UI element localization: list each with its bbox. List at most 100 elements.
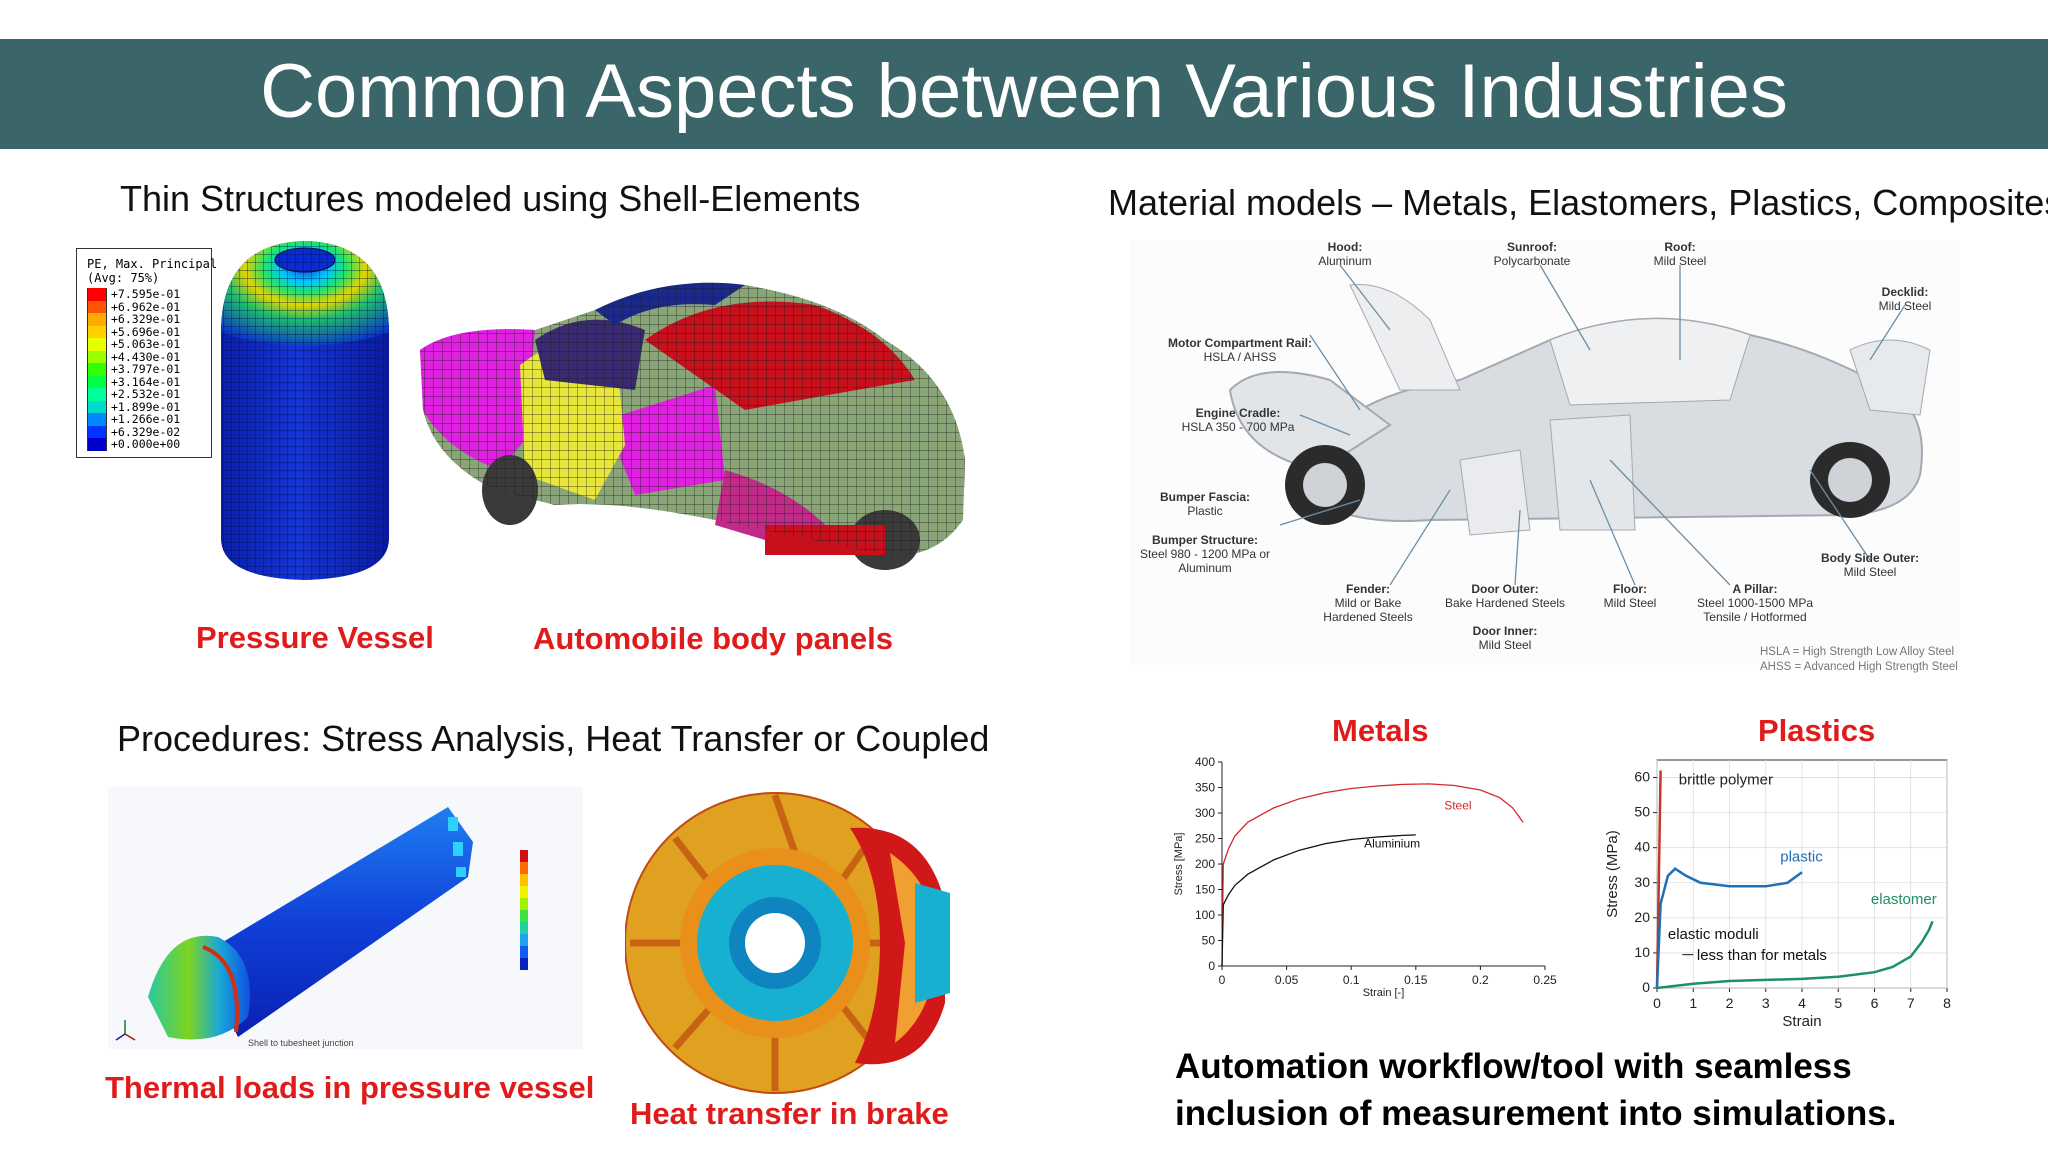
car-part-name: Body Side Outer: — [1820, 551, 1920, 565]
thin-structures-heading: Thin Structures modeled using Shell-Elem… — [120, 178, 861, 219]
car-part-name: Hood: — [1327, 240, 1363, 254]
x-tick-label: 3 — [1762, 995, 1770, 1011]
car-part-material: Plastic — [1187, 504, 1223, 518]
x-axis-label: Strain [-] — [1363, 987, 1405, 999]
legend-row: +6.962e-01 — [87, 300, 201, 314]
y-tick-label: 50 — [1634, 804, 1650, 820]
x-tick-label: 2 — [1726, 995, 1734, 1011]
fe-contour-legend: PE, Max. Principal (Avg: 75%) +7.595e-01… — [76, 248, 217, 458]
car-material-label: Decklid:Mild Steel — [1879, 285, 1932, 313]
legend-swatch — [87, 363, 107, 376]
chart-annotation: elastic moduli — [1668, 926, 1759, 943]
legend-value: +5.696e-01 — [111, 324, 181, 339]
series-label: brittle polymer — [1679, 772, 1773, 789]
legend-swatch — [87, 350, 107, 363]
car-part-name: Sunroof: — [1507, 240, 1557, 254]
car-part-name: Engine Cradle: — [1195, 406, 1281, 420]
pressure-vessel-caption: Pressure Vessel — [196, 620, 434, 655]
car-part-material: Tensile / Hotformed — [1703, 610, 1807, 624]
series-line — [1221, 834, 1416, 967]
y-tick-label: 50 — [1202, 934, 1216, 948]
legend-value: +6.329e-02 — [111, 424, 181, 439]
automation-line-2: inclusion of measurement into simulation… — [1175, 1094, 1897, 1133]
car-part-name: Decklid: — [1881, 285, 1929, 299]
legend-value: +5.063e-01 — [111, 337, 181, 352]
legend-value: +3.797e-01 — [111, 362, 181, 377]
car-material-label: Floor:Mild Steel — [1604, 582, 1657, 610]
x-tick-label: 0.25 — [1533, 973, 1557, 987]
legend-swatch — [87, 413, 107, 426]
legend-value: +4.430e-01 — [111, 349, 181, 364]
legend-swatch — [87, 375, 107, 388]
x-tick-label: 4 — [1798, 995, 1806, 1011]
y-axis-label: Stress [MPa] — [1173, 833, 1185, 896]
metals-chart-title: Metals — [1332, 713, 1429, 748]
x-tick-label: 6 — [1871, 995, 1879, 1011]
car-part-material: HSLA 350 - 700 MPa — [1181, 420, 1295, 434]
y-tick-label: 250 — [1195, 832, 1215, 846]
legend-row: +3.164e-01 — [87, 374, 201, 389]
legend-subtitle: (Avg: 75%) — [87, 271, 160, 285]
car-part-material: Steel 1000-1500 MPa — [1696, 596, 1814, 610]
car-material-label: Body Side Outer:Mild Steel — [1821, 551, 1919, 579]
legend-swatch — [87, 338, 107, 351]
car-part-material: Mild Steel — [1478, 638, 1532, 652]
legend-row: +6.329e-01 — [87, 312, 201, 326]
car-part-material: Mild Steel — [1603, 596, 1657, 610]
car-part-name: Bumper Fascia: — [1159, 490, 1251, 504]
car-part-material: HSLA / AHSS — [1203, 350, 1277, 364]
legend-row: +1.266e-01 — [87, 412, 201, 426]
legend-row: +5.696e-01 — [87, 324, 201, 339]
y-tick-label: 100 — [1195, 908, 1215, 922]
car-part-material: Polycarbonate — [1493, 254, 1571, 268]
x-tick-label: 7 — [1907, 995, 1915, 1011]
car-part-name: Fender: — [1345, 582, 1391, 596]
x-tick-label: 1 — [1689, 995, 1697, 1011]
series-label: Aluminium — [1364, 837, 1420, 851]
procedures-heading: Procedures: Stress Analysis, Heat Transf… — [117, 718, 990, 759]
y-tick-label: 0 — [1208, 959, 1215, 973]
thermal-pressure-vessel-image: Shell to tubesheet junction — [108, 787, 583, 1049]
x-tick-label: 0.2 — [1472, 973, 1489, 987]
y-axis-label: Stress (MPa) — [1604, 830, 1621, 918]
brake-heat-caption: Heat transfer in brake — [630, 1096, 949, 1131]
car-material-label: Bumper Fascia:Plastic — [1160, 490, 1250, 518]
car-part-name: Floor: — [1613, 582, 1647, 596]
vessel-note: Shell to tubesheet junction — [248, 1038, 354, 1048]
car-part-name: Roof: — [1664, 240, 1696, 254]
series-line — [1656, 920, 1934, 990]
legend-row: +1.899e-01 — [87, 400, 201, 414]
legend-row: +3.797e-01 — [87, 362, 201, 377]
y-tick-label: 20 — [1634, 909, 1650, 925]
chart-annotation: less than for metals — [1697, 947, 1827, 964]
material-models-heading: Material models – Metals, Elastomers, Pl… — [1108, 182, 2048, 223]
legend-swatch — [87, 300, 107, 313]
automation-text: Automation workflow/tool with seamless i… — [1175, 1043, 1897, 1137]
series-label: elastomer — [1871, 891, 1937, 908]
car-part-name: Bumper Structure: — [1151, 533, 1259, 547]
y-tick-label: 40 — [1634, 839, 1650, 855]
x-tick-label: 0.05 — [1275, 973, 1299, 987]
car-part-material: Mild Steel — [1653, 254, 1707, 268]
legend-value: +3.164e-01 — [111, 374, 181, 389]
legend-swatch — [87, 288, 107, 301]
car-material-label: Roof:Mild Steel — [1654, 240, 1707, 268]
thermal-loads-caption: Thermal loads in pressure vessel — [105, 1070, 595, 1105]
car-part-name: A Pillar: — [1732, 582, 1778, 596]
legend-row: +0.000e+00 — [87, 437, 201, 451]
y-tick-label: 200 — [1195, 857, 1215, 871]
ahss-footnote: AHSS = Advanced High Strength Steel — [1760, 661, 1958, 673]
legend-swatch — [87, 400, 107, 413]
x-tick-label: 5 — [1834, 995, 1842, 1011]
car-material-label: Door Inner:Mild Steel — [1473, 624, 1538, 652]
car-part-name: Door Inner: — [1472, 624, 1538, 638]
car-material-label: Engine Cradle:HSLA 350 - 700 MPa — [1182, 406, 1295, 434]
legend-row: +7.595e-01 — [87, 287, 201, 301]
series-line — [1221, 783, 1524, 967]
x-tick-label: 0 — [1219, 973, 1226, 987]
car-part-material: Aluminum — [1318, 254, 1372, 268]
car-material-label: Sunroof:Polycarbonate — [1494, 240, 1571, 268]
